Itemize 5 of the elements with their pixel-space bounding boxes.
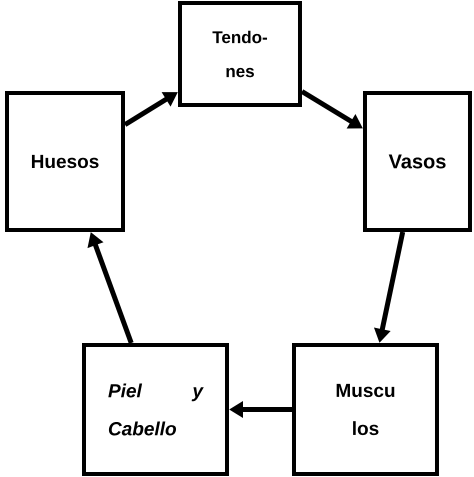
process-box: Piel y Cabello: [82, 343, 229, 476]
process-box: Huesos: [5, 91, 125, 232]
process-box: Vasos: [363, 91, 472, 232]
process-box: Tendo- nes: [178, 1, 302, 107]
process-box: Muscu los: [292, 343, 439, 476]
